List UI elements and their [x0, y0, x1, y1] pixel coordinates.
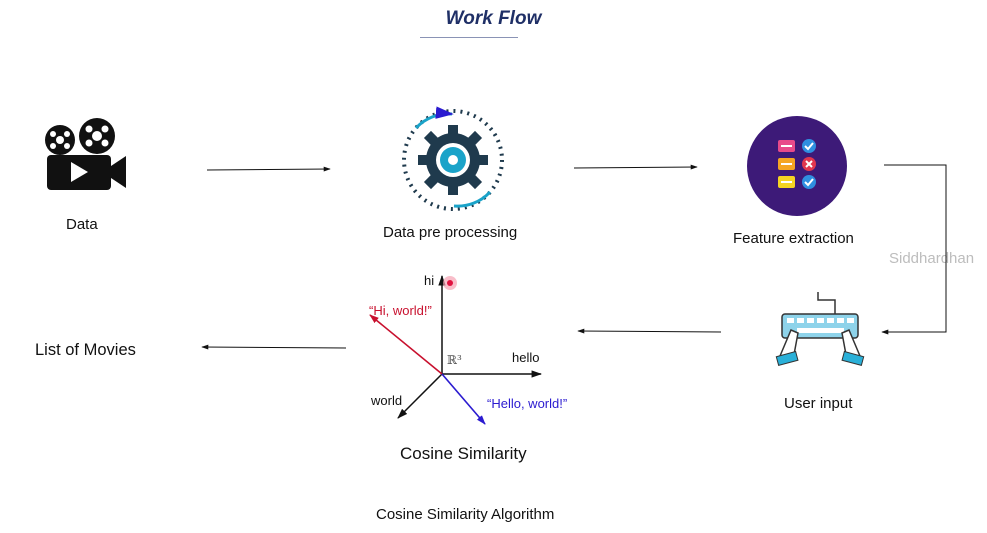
arrow-cosine-to-movies — [201, 344, 347, 350]
gear-cycle-icon — [402, 106, 504, 211]
axis-hello-label: hello — [512, 350, 539, 365]
axis-world-label: world — [370, 393, 402, 408]
axis-world — [397, 373, 443, 419]
arrow-preprocessing-to-features — [573, 164, 698, 170]
arrow-features-to-user-input — [881, 164, 947, 335]
user-input-label: User input — [784, 395, 853, 412]
checklist-icon — [747, 116, 847, 216]
axis-hi-label: hi — [424, 273, 434, 288]
keyboard-typing-icon — [775, 292, 865, 367]
feature-extraction-label: Feature extraction — [733, 230, 854, 247]
watermark: Siddhardhan — [889, 250, 975, 267]
vector-hello-world-label: “Hello, world!” — [487, 396, 567, 411]
arrow-user-input-to-cosine — [577, 328, 722, 334]
cosine-similarity-figure: hi hello world ℝ³ “Hi, world!” “Hello, w… — [369, 273, 567, 463]
vector-hi-world — [369, 314, 443, 375]
arrow-data-to-preprocessing — [206, 166, 331, 172]
data-label: Data — [66, 216, 98, 233]
space-label: ℝ³ — [447, 353, 462, 367]
cosine-algorithm-label: Cosine Similarity Algorithm — [376, 506, 555, 523]
list-of-movies-label: List of Movies — [35, 341, 136, 359]
vector-hi-world-label: “Hi, world!” — [369, 303, 432, 318]
vector-hello-world — [441, 373, 486, 425]
preprocessing-label: Data pre processing — [383, 224, 518, 241]
page-title: Work Flow — [445, 8, 542, 29]
title-underline — [420, 37, 518, 38]
film-camera-icon — [45, 118, 126, 190]
cosine-caption: Cosine Similarity — [400, 444, 527, 463]
